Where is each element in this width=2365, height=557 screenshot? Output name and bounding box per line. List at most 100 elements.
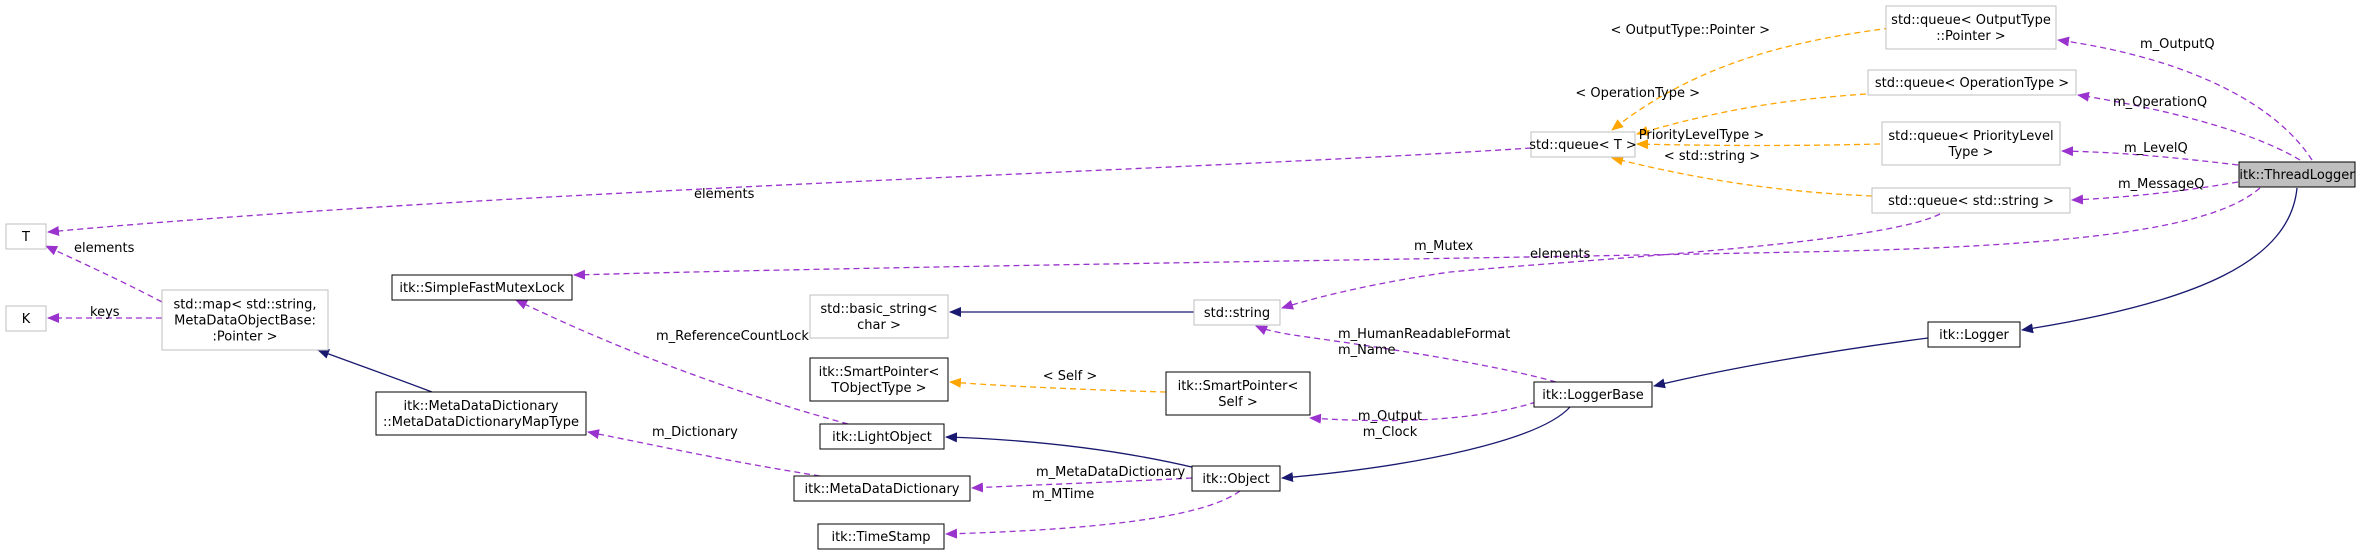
node-basicstring[interactable]: std::basic_string<char > bbox=[809, 294, 949, 339]
node-mddmaptype[interactable]: itk::MetaDataDictionary::MetaDataDiction… bbox=[375, 391, 587, 436]
node-box bbox=[2238, 161, 2356, 188]
edge-label: m_OutputQ bbox=[2140, 37, 2215, 52]
node-smartptrT[interactable]: itk::SmartPointer<TObjectType > bbox=[809, 357, 949, 402]
node-timestamp[interactable]: itk::TimeStamp bbox=[817, 523, 945, 550]
node-queueT[interactable]: std::queue< T > bbox=[1529, 131, 1637, 158]
node-outputq[interactable]: std::queue< OutputType::Pointer > bbox=[1885, 5, 2057, 50]
node-messageq[interactable]: std::queue< std::string > bbox=[1871, 187, 2071, 214]
edge-line bbox=[945, 432, 1197, 469]
edge-line bbox=[1611, 155, 1873, 197]
node-box bbox=[1530, 131, 1636, 158]
edge-refcountlock: m_ReferenceCountLock bbox=[515, 299, 849, 425]
edge-label: m_Output bbox=[1358, 409, 1422, 424]
edge-operationq: m_OperationQ bbox=[2077, 91, 2301, 161]
edge-label: m_Mutex bbox=[1414, 239, 1473, 254]
edge-mutex: m_Mutex bbox=[573, 187, 2261, 280]
edge-queue-elements: elements bbox=[47, 147, 1532, 236]
node-box bbox=[5, 223, 47, 250]
edge-line bbox=[1636, 139, 1881, 150]
node-label: K bbox=[22, 312, 31, 327]
edge-line bbox=[1636, 93, 1867, 136]
node-box bbox=[1193, 299, 1281, 326]
node-object[interactable]: itk::Object bbox=[1191, 465, 1281, 492]
edge-label: keys bbox=[90, 305, 120, 320]
node-label: ::Pointer > bbox=[1936, 29, 2005, 44]
node-label: std::queue< PriorityLevel bbox=[1888, 129, 2053, 144]
edge-line bbox=[2071, 181, 2239, 205]
node-box bbox=[375, 391, 587, 436]
node-threadlogger[interactable]: itk::ThreadLogger bbox=[2238, 161, 2356, 188]
node-label: itk::MetaDataDictionary bbox=[805, 482, 960, 497]
node-box bbox=[1533, 381, 1653, 408]
node-box bbox=[793, 475, 971, 502]
node-label: std::basic_string< bbox=[820, 302, 937, 317]
edge-label: m_MTime bbox=[1032, 487, 1094, 502]
edge-line bbox=[573, 187, 2261, 280]
node-label: std::queue< OperationType > bbox=[1875, 76, 2069, 91]
node-box bbox=[1191, 465, 1281, 492]
node-loggerbase[interactable]: itk::LoggerBase bbox=[1533, 381, 1653, 408]
node-box bbox=[161, 289, 329, 351]
edge-mtime: m_MTime bbox=[945, 487, 1241, 539]
edge-line bbox=[945, 490, 1241, 539]
edge-line bbox=[971, 477, 1193, 493]
edges-layer: m_OutputQ m_OperationQ m_LevelQ m_MessageQm… bbox=[45, 23, 2313, 539]
edge-line bbox=[1611, 27, 1891, 131]
node-operationq[interactable]: std::queue< OperationType > bbox=[1867, 69, 2077, 96]
node-box bbox=[1927, 321, 2021, 348]
node-label: Self > bbox=[1218, 395, 1257, 410]
nodes-layer: itk::ThreadLogger std::queue< OutputType:… bbox=[5, 5, 2356, 550]
edge-label: < std::string > bbox=[1664, 149, 1760, 164]
node-label: Type > bbox=[1948, 145, 1994, 160]
edge-line bbox=[1281, 406, 1571, 483]
node-T[interactable]: T bbox=[5, 223, 47, 250]
edge-outputq: m_OutputQ bbox=[2057, 36, 2313, 161]
node-stdstring[interactable]: std::string bbox=[1193, 299, 1281, 326]
edge-label: m_MessageQ bbox=[2118, 177, 2204, 192]
node-box bbox=[809, 294, 949, 339]
node-mdd[interactable]: itk::MetaDataDictionary bbox=[793, 475, 971, 502]
node-levelq[interactable]: std::queue< PriorityLevelType > bbox=[1881, 121, 2061, 166]
edge-logger-inherit bbox=[2021, 187, 2298, 334]
edge-map-elements: elements bbox=[45, 241, 163, 303]
node-label: MetaDataObjectBase: bbox=[174, 314, 316, 329]
edge-tpl-output: < OutputType::Pointer > bbox=[1611, 23, 1891, 131]
edge-line bbox=[1309, 401, 1537, 424]
node-label: itk::SmartPointer< bbox=[819, 365, 940, 380]
edge-object-inherit bbox=[1281, 406, 1571, 483]
node-label: itk::Logger bbox=[1939, 328, 2009, 343]
node-label: itk::LightObject bbox=[832, 430, 932, 445]
edge-line bbox=[2077, 91, 2301, 161]
edge-lightobject-inherit bbox=[945, 432, 1197, 469]
edge-mdd: m_MetaDataDictionary bbox=[971, 465, 1193, 493]
node-label: std::queue< std::string > bbox=[1888, 194, 2054, 209]
node-logger[interactable]: itk::Logger bbox=[1927, 321, 2021, 348]
edge-line bbox=[47, 147, 1532, 236]
node-map[interactable]: std::map< std::string,MetaDataObjectBase… bbox=[161, 289, 329, 351]
node-label: :Pointer > bbox=[212, 330, 277, 345]
node-mutexlock[interactable]: itk::SimpleFastMutexLock bbox=[391, 274, 573, 301]
node-label: itk::Object bbox=[1202, 472, 1269, 487]
edge-line bbox=[2057, 36, 2313, 161]
edge-label: m_MetaDataDictionary bbox=[1036, 465, 1185, 480]
edge-line bbox=[1255, 325, 1557, 383]
node-box bbox=[1165, 371, 1311, 416]
edge-label: elements bbox=[74, 241, 135, 256]
node-K[interactable]: K bbox=[5, 305, 47, 332]
edge-tpl-self: < Self > bbox=[949, 369, 1167, 393]
edge-label: < OperationType > bbox=[1575, 86, 1700, 101]
edge-label: < PriorityLevelType > bbox=[1624, 128, 1765, 143]
node-label: itk::LoggerBase bbox=[1542, 388, 1643, 403]
node-label: itk::SmartPointer< bbox=[1178, 379, 1299, 394]
node-lightobject[interactable]: itk::LightObject bbox=[819, 423, 945, 450]
edge-tpl-string: < std::string > bbox=[1611, 149, 1873, 197]
edge-label: m_OperationQ bbox=[2113, 95, 2207, 110]
edge-label: m_LevelQ bbox=[2124, 141, 2188, 156]
node-label: TObjectType > bbox=[830, 381, 926, 396]
node-box bbox=[5, 305, 47, 332]
node-label: std::string bbox=[1204, 306, 1270, 321]
node-smartptrSelf[interactable]: itk::SmartPointer<Self > bbox=[1165, 371, 1311, 416]
edge-loggerbase-inherit bbox=[1653, 337, 1929, 389]
node-label: std::map< std::string, bbox=[173, 298, 316, 313]
